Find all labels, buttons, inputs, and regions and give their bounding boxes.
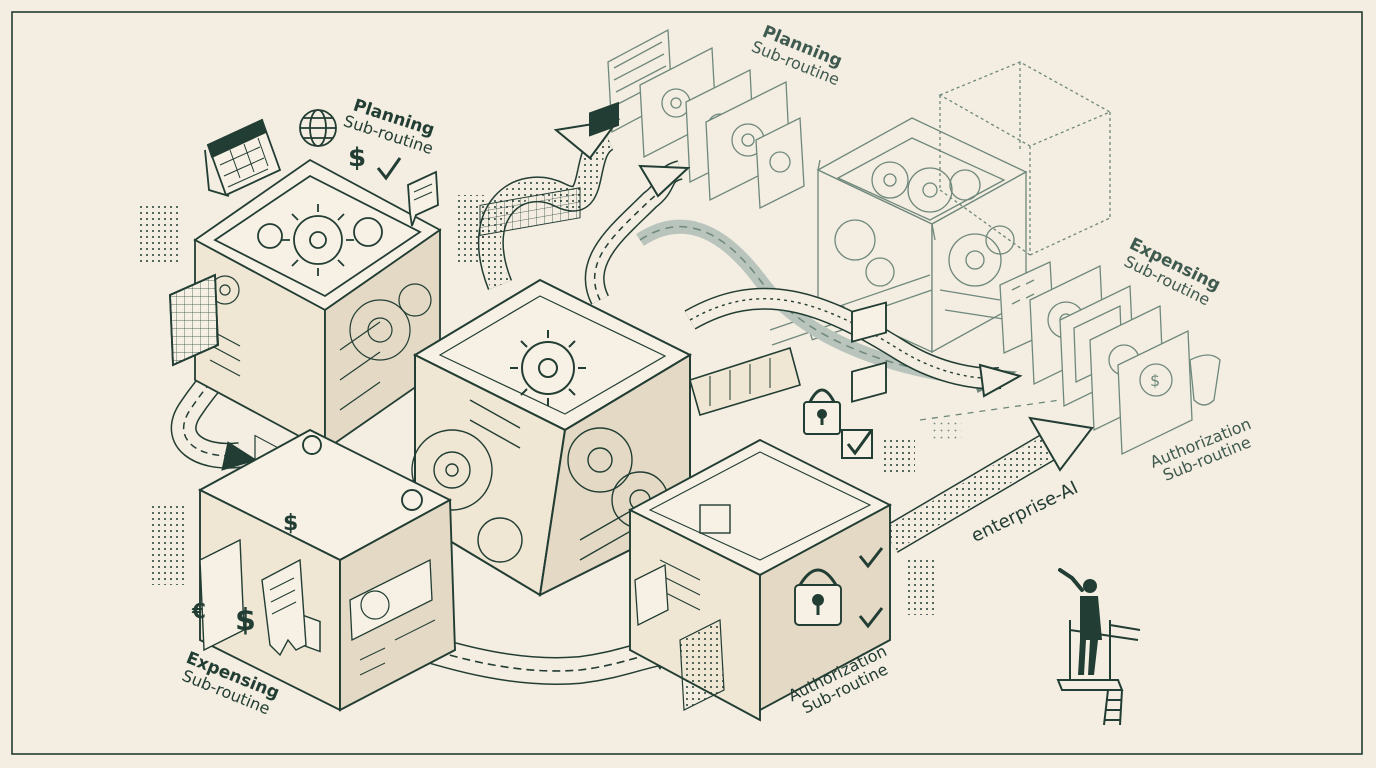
checkmark-icon [841, 429, 873, 459]
globe-icon [299, 109, 337, 147]
faint-machine-assembly: $ [607, 28, 1221, 456]
frame-border [11, 11, 1363, 755]
dot-decorations [138, 195, 962, 615]
person-icon [1058, 568, 1102, 675]
svg-text:€: € [191, 599, 206, 623]
calendar-icon [204, 118, 282, 197]
faint-wireframe-crate [938, 61, 1112, 256]
padlock-icon [803, 388, 841, 435]
svg-text:$: $ [348, 143, 366, 173]
expensing-block: $ $ € [191, 428, 456, 712]
checkmark-icon [851, 301, 887, 569]
planning-block [169, 158, 442, 484]
euro-icon: € [191, 599, 206, 623]
arrow-to-expensing [684, 287, 1023, 398]
dollar-icon: $ [235, 603, 256, 638]
receipt-icon [199, 538, 307, 657]
faint-panel-stack-top [607, 28, 805, 210]
document-icon [407, 170, 439, 227]
dollar-icon: $ [283, 511, 298, 536]
arrow-to-planning-dashed [584, 160, 691, 305]
padlock-icon [794, 568, 842, 626]
faint-panel-stack-right: $ [999, 261, 1221, 456]
faint-central-box [816, 117, 1028, 354]
gear-icon [282, 204, 354, 276]
checkmark-icon [376, 157, 402, 181]
gear-icon [510, 330, 586, 406]
authorization-block [627, 301, 893, 722]
svg-text:$: $ [1150, 371, 1160, 390]
ladder-icon [1056, 620, 1141, 726]
svg-text:$: $ [283, 511, 298, 536]
svg-text:$: $ [235, 603, 256, 638]
checkmark-icon [851, 361, 887, 629]
arrow-enterprise [882, 416, 1094, 553]
dollar-icon: $ [348, 143, 366, 173]
